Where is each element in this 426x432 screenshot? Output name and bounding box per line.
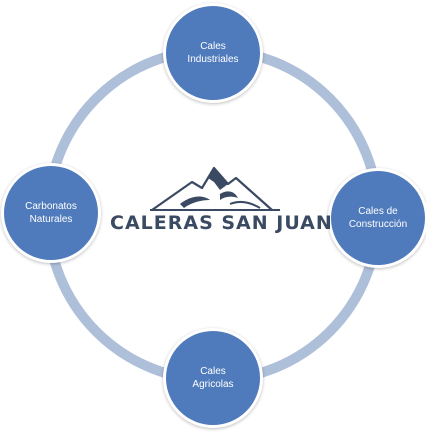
node-label: Cales Agricolas [192,366,234,390]
node-label: Cales de Construcción [348,206,408,230]
company-logo: CALERAS SAN JUAN [110,160,333,240]
node-cales-agricolas: Cales Agricolas [163,328,263,428]
node-carbonatos-naturales: Carbonatos Naturales [1,163,101,263]
node-label: Cales Industriales [187,41,239,65]
node-label: Carbonatos Naturales [25,201,77,225]
node-cales-industriales: Cales Industriales [163,3,263,103]
brand-name: CALERAS SAN JUAN [110,212,333,234]
node-cales-construccion: Cales de Construcción [328,168,426,268]
mountain-icon [150,166,280,211]
